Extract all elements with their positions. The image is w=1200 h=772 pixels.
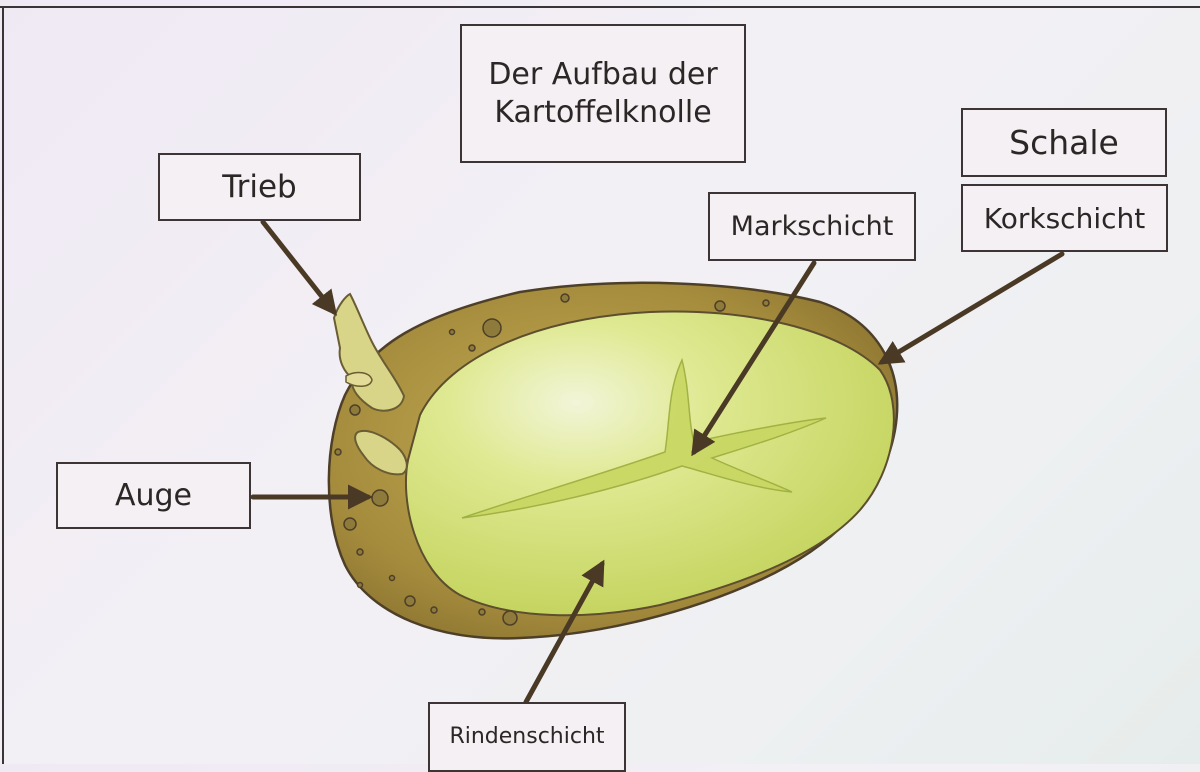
label-markschicht: Markschicht xyxy=(708,192,916,261)
arrow-markschicht xyxy=(691,260,817,457)
arrow-trieb xyxy=(260,219,338,316)
potato-eyes xyxy=(334,293,770,626)
label-rindenschicht: Rindenschicht xyxy=(428,702,626,772)
label-auge: Auge xyxy=(56,462,251,529)
potato-sprout-bud xyxy=(354,430,408,476)
sheet-border-left xyxy=(2,6,4,764)
label-schale: Schale xyxy=(961,108,1167,177)
potato-sprout-leaf xyxy=(345,371,373,387)
arrow-rindenschicht xyxy=(523,559,605,705)
potato-pith xyxy=(461,357,827,519)
label-trieb: Trieb xyxy=(158,153,361,221)
label-korkschicht: Korkschicht xyxy=(961,184,1168,252)
arrow-korkschicht xyxy=(877,251,1065,365)
sheet-border-top xyxy=(0,6,1200,8)
diagram-title: Der Aufbau der Kartoffelknolle xyxy=(460,24,746,163)
